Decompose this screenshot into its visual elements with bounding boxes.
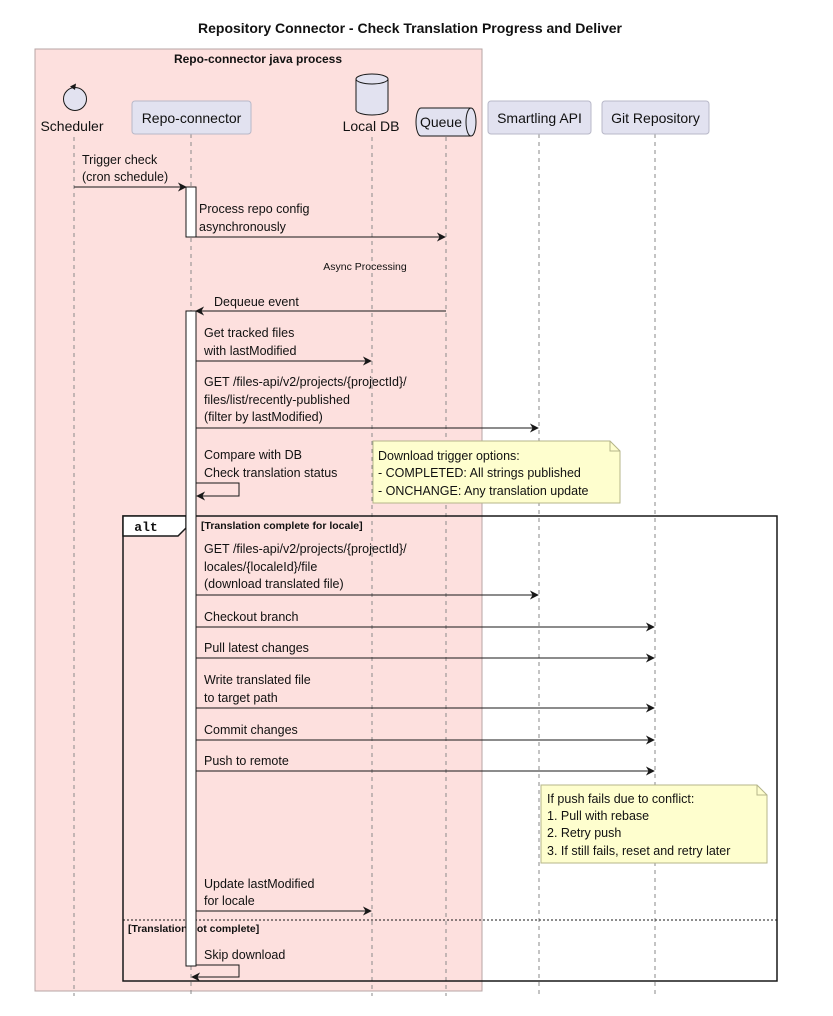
message-push-to-remote: Push to remote xyxy=(196,754,655,776)
message-trigger-check: Trigger check (cron schedule) xyxy=(74,153,187,192)
alt-tab xyxy=(122,515,187,537)
control-icon xyxy=(63,87,87,111)
note-download-trigger: Download trigger options: - COMPLETED: A… xyxy=(372,440,621,504)
svg-text:Check translation status: Check translation status xyxy=(204,466,337,480)
participant-repo-connector-label: Repo-connector xyxy=(142,110,242,126)
svg-text:locales/{localeId}/file: locales/{localeId}/file xyxy=(204,560,317,574)
svg-text:files/list/recently-published: files/list/recently-published xyxy=(204,393,350,407)
svg-text:If push fails due to conflict:: If push fails due to conflict: xyxy=(547,792,694,806)
svg-text:Write translated file: Write translated file xyxy=(204,673,311,687)
svg-text:Pull latest changes: Pull latest changes xyxy=(204,641,309,655)
process-box-label: Repo-connector java process xyxy=(174,52,342,66)
svg-text:- COMPLETED: All strings publi: - COMPLETED: All strings published xyxy=(378,466,581,480)
svg-text:(filter by lastModified): (filter by lastModified) xyxy=(204,410,323,424)
participant-local-db: Local DB xyxy=(343,73,400,134)
svg-text:with lastModified: with lastModified xyxy=(203,344,296,358)
message-skip-download: Skip download xyxy=(191,948,285,982)
message-commit-changes: Commit changes xyxy=(196,723,655,745)
svg-text:Get tracked files: Get tracked files xyxy=(204,326,294,340)
svg-text:Checkout branch: Checkout branch xyxy=(204,610,299,624)
svg-text:GET /files-api/v2/projects/{pr: GET /files-api/v2/projects/{projectId}/ xyxy=(204,542,407,556)
message-update-last-modified: Update lastModified for locale xyxy=(196,877,372,916)
participant-smartling-api: Smartling API xyxy=(487,100,592,135)
alt-keyword: alt xyxy=(134,520,157,535)
message-dequeue-event: Dequeue event xyxy=(195,295,446,316)
control-arrow-icon xyxy=(70,83,76,90)
message-process-repo-config: Process repo config asynchronously xyxy=(196,202,446,242)
svg-text:to target path: to target path xyxy=(204,691,278,705)
participant-local-db-label: Local DB xyxy=(343,118,400,134)
participant-smartling-api-label: Smartling API xyxy=(497,110,582,126)
participant-queue-label: Queue xyxy=(420,114,462,130)
message-get-tracked-files: Get tracked files with lastModified xyxy=(196,326,372,366)
svg-text:(cron schedule): (cron schedule) xyxy=(82,170,168,184)
message-download-translated-file: GET /files-api/v2/projects/{projectId}/ … xyxy=(196,542,539,600)
svg-text:3. If still fails, reset and r: 3. If still fails, reset and retry later xyxy=(547,844,730,858)
message-write-translated-file: Write translated file to target path xyxy=(196,673,655,713)
activation-bar-2 xyxy=(185,310,197,967)
participant-git-repository: Git Repository xyxy=(601,100,710,135)
process-box xyxy=(34,48,483,992)
svg-text:Push to remote: Push to remote xyxy=(204,754,289,768)
async-divider-label: Async Processing xyxy=(323,261,407,273)
svg-text:Compare with DB: Compare with DB xyxy=(204,448,302,462)
svg-text:2. Retry push: 2. Retry push xyxy=(547,826,621,840)
participant-scheduler: Scheduler xyxy=(40,83,104,134)
alt-fragment: alt [Translation complete for locale] [T… xyxy=(122,515,778,982)
svg-text:Process repo config: Process repo config xyxy=(199,202,310,216)
svg-text:GET /files-api/v2/projects/{pr: GET /files-api/v2/projects/{projectId}/ xyxy=(204,375,407,389)
message-checkout-branch: Checkout branch xyxy=(196,610,655,632)
alt-guard-complete: [Translation complete for locale] xyxy=(201,520,363,532)
message-pull-latest-changes: Pull latest changes xyxy=(196,641,655,663)
svg-text:Trigger check: Trigger check xyxy=(82,153,158,167)
svg-text:Update lastModified: Update lastModified xyxy=(204,877,315,891)
message-get-recently-published: GET /files-api/v2/projects/{projectId}/ … xyxy=(196,375,539,433)
svg-text:for locale: for locale xyxy=(204,894,255,908)
svg-text:(download translated file): (download translated file) xyxy=(204,577,344,591)
svg-text:- ONCHANGE: Any translation up: - ONCHANGE: Any translation update xyxy=(378,484,589,498)
svg-text:asynchronously: asynchronously xyxy=(199,220,287,234)
svg-text:Dequeue event: Dequeue event xyxy=(214,295,299,309)
note-push-fails: If push fails due to conflict: 1. Pull w… xyxy=(540,784,768,864)
participant-git-repository-label: Git Repository xyxy=(611,110,700,126)
database-icon xyxy=(355,79,389,116)
svg-text:Skip download: Skip download xyxy=(204,948,285,962)
svg-text:Commit changes: Commit changes xyxy=(204,723,298,737)
participant-scheduler-label: Scheduler xyxy=(40,118,103,134)
activation-bar-1 xyxy=(185,186,197,238)
svg-text:Download trigger options:: Download trigger options: xyxy=(378,449,520,463)
svg-text:1. Pull with rebase: 1. Pull with rebase xyxy=(547,809,649,823)
message-compare-with-db: Compare with DB Check translation status xyxy=(196,448,337,501)
participant-queue: Queue xyxy=(415,107,477,137)
participant-repo-connector: Repo-connector xyxy=(131,100,252,135)
async-divider: Async Processing xyxy=(323,261,407,273)
diagram-title: Repository Connector - Check Translation… xyxy=(198,20,623,36)
